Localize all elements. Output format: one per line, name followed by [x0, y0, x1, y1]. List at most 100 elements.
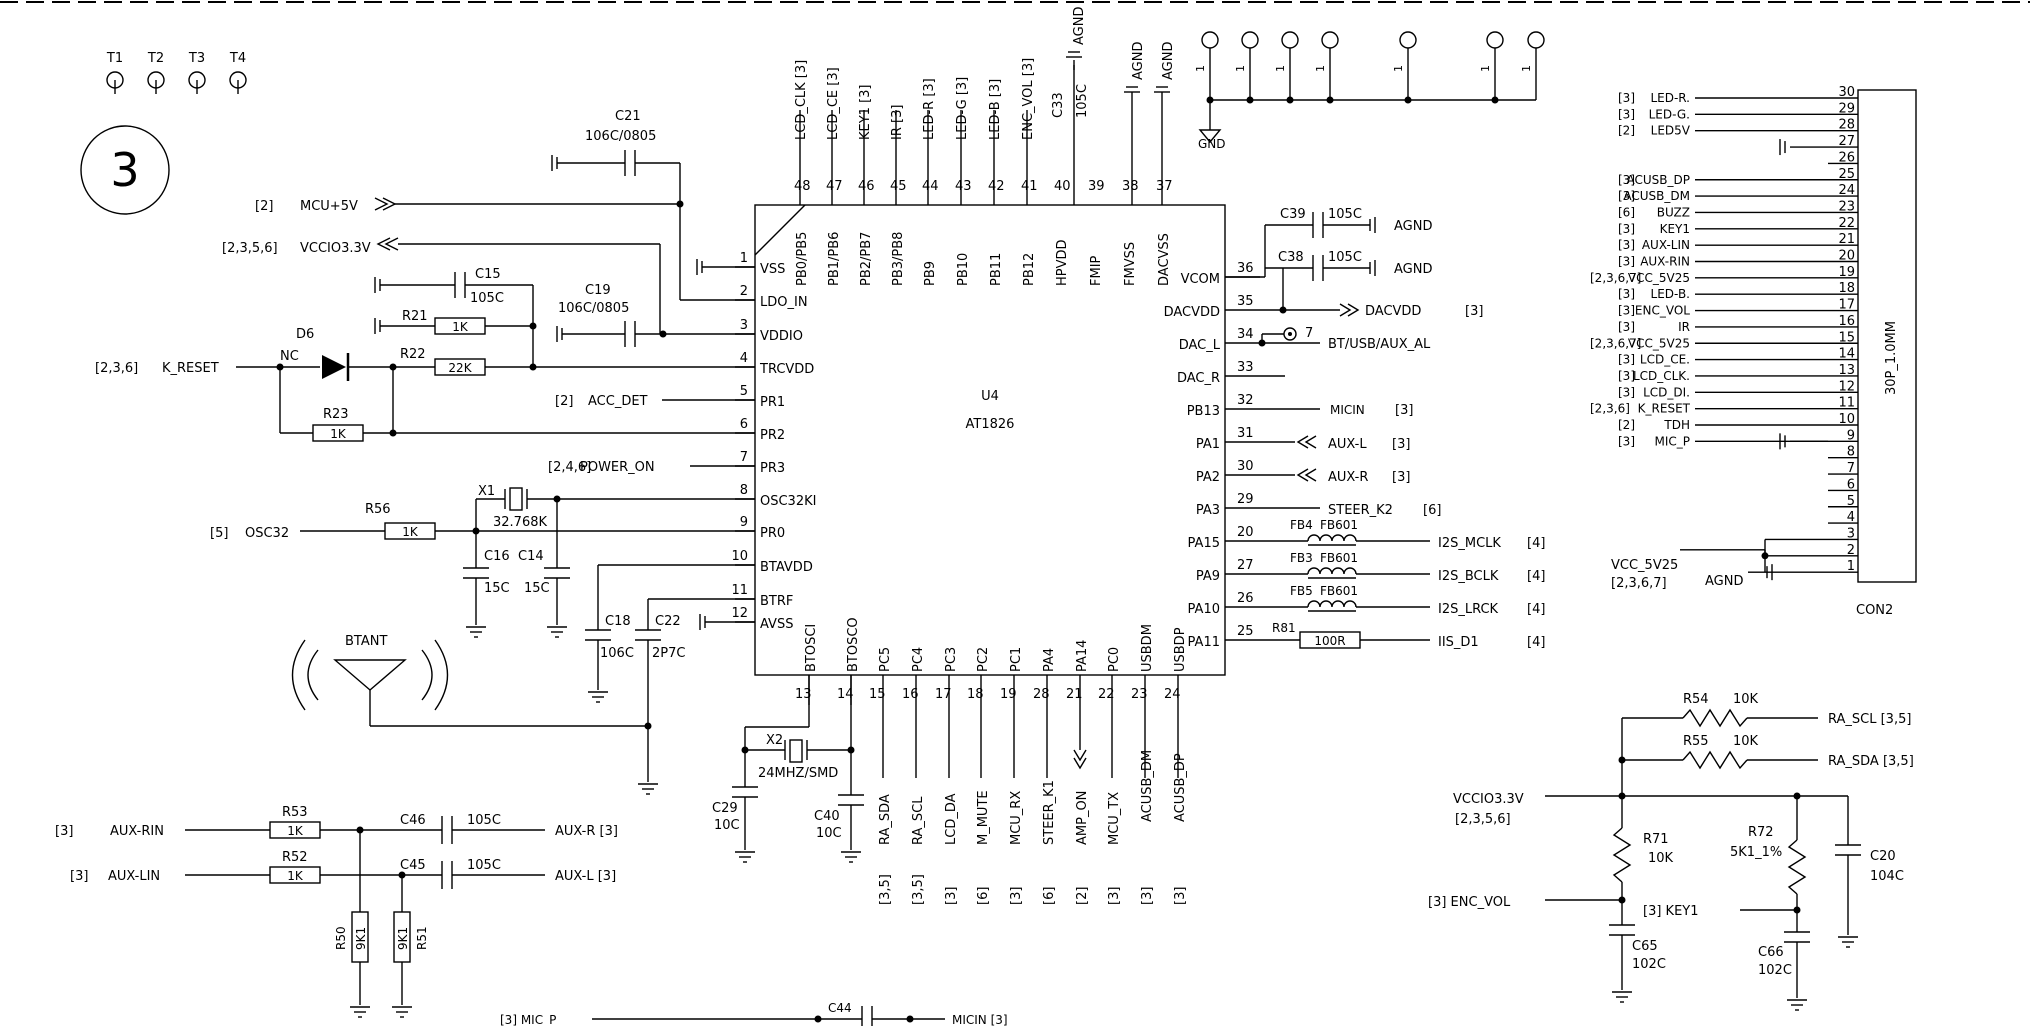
pin-net: IR [3]: [890, 105, 905, 140]
net-label: AUX-L: [1328, 437, 1367, 452]
component-value: 1K: [287, 869, 304, 883]
pin-net: RA_SDA: [878, 794, 893, 845]
component-value: 105C: [1328, 207, 1362, 222]
pin-name: USBDP: [1173, 627, 1188, 672]
component-value: 100R: [1314, 634, 1345, 648]
pin-number: 8: [740, 483, 748, 498]
connector-pin-ref: [3]: [1618, 238, 1635, 252]
connector-pin-name: ACUSB_DM: [1623, 189, 1690, 203]
pin-name: PC4: [911, 647, 926, 672]
component-ref: C18: [605, 614, 631, 629]
pin-number: 15: [1838, 330, 1855, 345]
component-ref: X2: [766, 733, 783, 748]
component-value: 32.768K: [493, 515, 547, 530]
pin-number: 1: [1479, 65, 1492, 72]
pin-name: PA9: [1196, 569, 1220, 584]
pin-number: 22: [1838, 216, 1855, 231]
pin-ref: [3]: [1107, 887, 1122, 905]
component-value: 1K: [287, 824, 304, 838]
gnd-label: GND: [1198, 137, 1226, 151]
pin-name: FMIP: [1089, 255, 1104, 286]
component-ref: C20: [1870, 849, 1896, 864]
pin-ref: [3]: [1173, 887, 1188, 905]
pin-number: 24: [1164, 687, 1181, 702]
pin-net: MCU_TX: [1107, 792, 1122, 845]
component-ref: R23: [323, 407, 349, 422]
pin-number: 20: [1237, 525, 1254, 540]
net-ref: [2]: [255, 199, 273, 214]
component-value: 15C: [484, 581, 510, 596]
pin-number: 10: [731, 549, 748, 564]
component-ref: C65: [1632, 939, 1658, 954]
pin-number: 11: [1838, 396, 1855, 411]
component-ref: C21: [615, 109, 641, 124]
connector-pin-name: LED-G.: [1649, 107, 1690, 121]
agnd-label: AGND: [1161, 42, 1176, 80]
component-value: 105C: [1328, 250, 1362, 265]
component-value: 9K1: [354, 927, 368, 950]
component-ref: C15: [475, 267, 501, 282]
top-power-circuit: C33 105C AGND AGND AGND: [1051, 7, 1176, 205]
component-ref: R54: [1683, 692, 1709, 707]
net-label: VCCIO3.3V: [300, 241, 371, 256]
pin-number: 6: [1847, 477, 1855, 492]
pin-ref: [3]: [1140, 887, 1155, 905]
component-ref: C45: [400, 858, 426, 873]
connector-pin-ref: [3]: [1618, 385, 1635, 399]
net-label: [3] MIC_P: [500, 1013, 556, 1026]
pin-name: PB0/PB5: [795, 232, 810, 286]
pin-name: PB10: [956, 253, 971, 286]
pin-name: PB3/PB8: [891, 232, 906, 286]
connector-pin-ref: [2]: [1618, 124, 1635, 138]
pin-number: 10: [1838, 412, 1855, 427]
component-ref: C40: [814, 809, 840, 824]
pin-number: 3: [740, 318, 748, 333]
pin-number: 34: [1237, 327, 1254, 342]
net-ref: [2,3,6]: [95, 361, 138, 376]
net-label: VCC_5V25: [1611, 558, 1678, 573]
tp-label: T3: [188, 51, 205, 66]
connector-pin-ref: [3]: [1618, 255, 1635, 269]
pin-number: 30: [1237, 459, 1254, 474]
pin-name: PB12: [1022, 253, 1037, 286]
component-ref: C38: [1278, 250, 1304, 265]
component-ref: C22: [655, 614, 681, 629]
pin-number: 25: [1838, 167, 1855, 182]
pin-name: PA11: [1188, 635, 1220, 650]
connector-pin-name: VCC_5V25: [1628, 271, 1690, 285]
chip-part: AT1826: [966, 417, 1015, 432]
pin-name: PA14: [1075, 640, 1090, 672]
pin-number: 17: [935, 687, 952, 702]
pin-number: 16: [1838, 314, 1855, 329]
connector-pin-name: LED5V: [1651, 124, 1691, 138]
net-label: OSC32: [245, 526, 289, 541]
pin-number: 26: [1237, 591, 1254, 606]
pin-number: 26: [1838, 150, 1855, 165]
net-label: AUX-R [3]: [555, 824, 618, 839]
component-value: 15C: [524, 581, 550, 596]
pin-number: 28: [1033, 687, 1050, 702]
net-label: K_RESET: [162, 361, 219, 376]
connector-pin-name: MIC_P: [1654, 434, 1690, 448]
component-value: 10C: [714, 818, 740, 833]
pin-number: 11: [731, 583, 748, 598]
pin-net: LED-G [3]: [955, 77, 970, 140]
tp-label: T1: [106, 51, 123, 66]
svg-text:3: 3: [110, 143, 139, 197]
pin-number: 43: [955, 179, 972, 194]
pin-name: USBDM: [1140, 624, 1155, 672]
component-value: 22K: [448, 361, 472, 375]
pin-net: MCU_RX: [1009, 791, 1024, 845]
net-label: I2S_LRCK: [1438, 602, 1499, 617]
pin-name: PB1/PB6: [827, 232, 842, 286]
left-circuit: [2] MCU+5V [2,3,5,6] VCCIO3.3V C21 106C/…: [95, 109, 755, 795]
component-value: 104C: [1870, 869, 1904, 884]
pin-name: PC0: [1107, 647, 1122, 672]
pin-number: 1: [1274, 65, 1287, 72]
pin-name: DAC_R: [1177, 371, 1220, 386]
arrow: [1073, 749, 1087, 762]
pin-number: 7: [740, 450, 748, 465]
pin-net: LED-R [3]: [922, 78, 937, 140]
connector-pin-name: IR: [1678, 320, 1690, 334]
